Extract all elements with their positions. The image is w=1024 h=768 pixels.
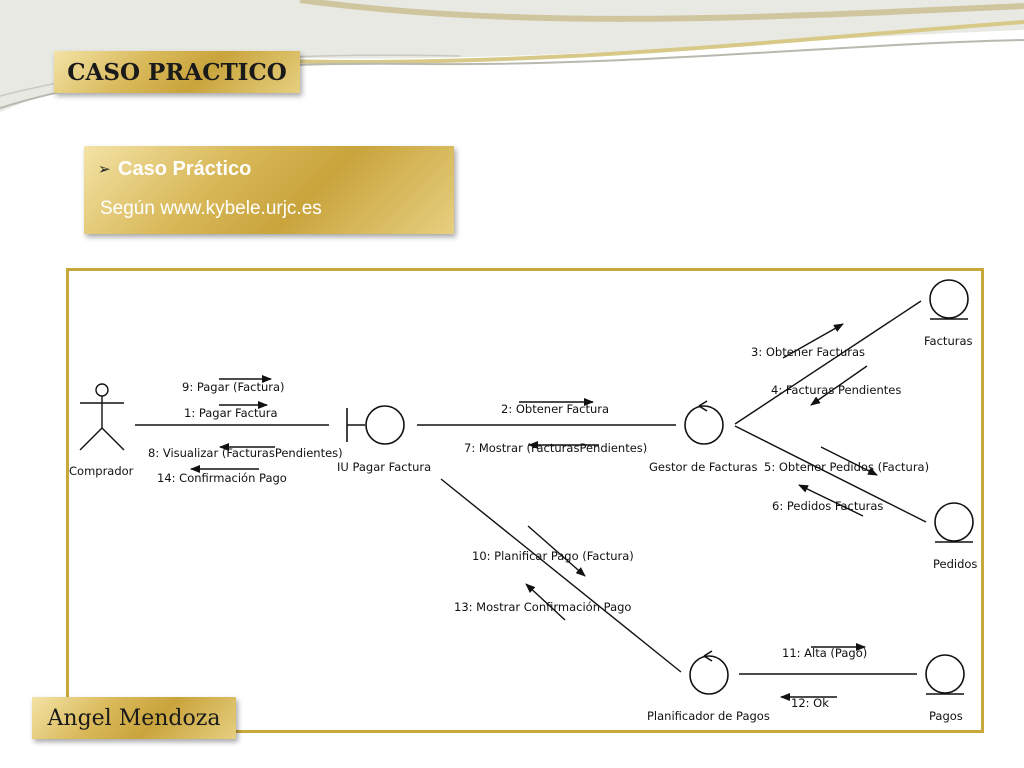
author-name: Angel Mendoza (47, 705, 221, 731)
header-swoosh-decoration (0, 0, 1024, 112)
title-banner: CASO PRACTICO (54, 51, 300, 93)
label-iu-pagar-factura: IU Pagar Factura (337, 460, 431, 474)
arrow-m4 (810, 365, 868, 406)
message-m14: 14: Confirmación Pago (157, 471, 287, 485)
slide-title: CASO PRACTICO (67, 58, 287, 86)
message-m4: 4: Facturas Pendientes (771, 383, 901, 397)
message-m9: 9: Pagar (Factura) (182, 380, 285, 394)
message-m12: 12: Ok (791, 696, 829, 710)
entity-facturas (929, 279, 969, 320)
message-m10: 10: Planificar Pago (Factura) (472, 549, 634, 563)
boundary-iu-pagar-factura (346, 405, 405, 445)
message-m7: 7: Mostrar (FacturasPendientes) (464, 441, 647, 455)
collaboration-diagram: Comprador IU Pagar Factura Gestor de Fac… (69, 279, 977, 723)
arrow-m3 (782, 323, 844, 359)
link-gestor-pedidos (734, 425, 927, 523)
message-m1: 1: Pagar Factura (184, 406, 278, 420)
message-m11: 11: Alta (Pago) (782, 646, 867, 660)
label-planificador-pagos: Planificador de Pagos (647, 709, 770, 723)
label-pagos: Pagos (929, 709, 963, 723)
arrow-bullet-icon: ➢ (98, 160, 111, 178)
entity-pedidos (934, 502, 974, 543)
author-banner: Angel Mendoza (32, 697, 236, 739)
label-comprador: Comprador (69, 464, 134, 478)
label-facturas: Facturas (924, 334, 973, 348)
message-m5: 5: Obtener Pedidos (Factura) (764, 460, 929, 474)
note-source: Según www.kybele.urjc.es (100, 198, 322, 219)
label-gestor-facturas: Gestor de Facturas (649, 460, 757, 474)
control-gestor-facturas (684, 400, 724, 445)
arrow-m6 (798, 484, 864, 517)
message-m3: 3: Obtener Facturas (751, 345, 865, 359)
note-heading: Caso Práctico (118, 158, 252, 180)
diagram-frame: Comprador IU Pagar Factura Gestor de Fac… (66, 268, 984, 733)
arrow-m10 (527, 525, 586, 577)
label-pedidos: Pedidos (933, 557, 977, 571)
source-note-box: ➢ Caso Práctico Según www.kybele.urjc.es (84, 146, 454, 234)
link-iu-planificador (440, 478, 682, 673)
message-m8: 8: Visualizar (FacturasPendientes) (148, 446, 343, 460)
entity-pagos (925, 654, 965, 695)
message-m2: 2: Obtener Factura (501, 402, 609, 416)
message-m6: 6: Pedidos Facturas (772, 499, 883, 513)
arrow-m13 (525, 583, 566, 621)
link-gestor-facturas (734, 300, 922, 425)
actor-comprador (79, 383, 125, 451)
control-planificador-pagos (689, 650, 729, 695)
message-m13: 13: Mostrar Confirmación Pago (454, 600, 631, 614)
arrow-m5 (820, 446, 878, 476)
